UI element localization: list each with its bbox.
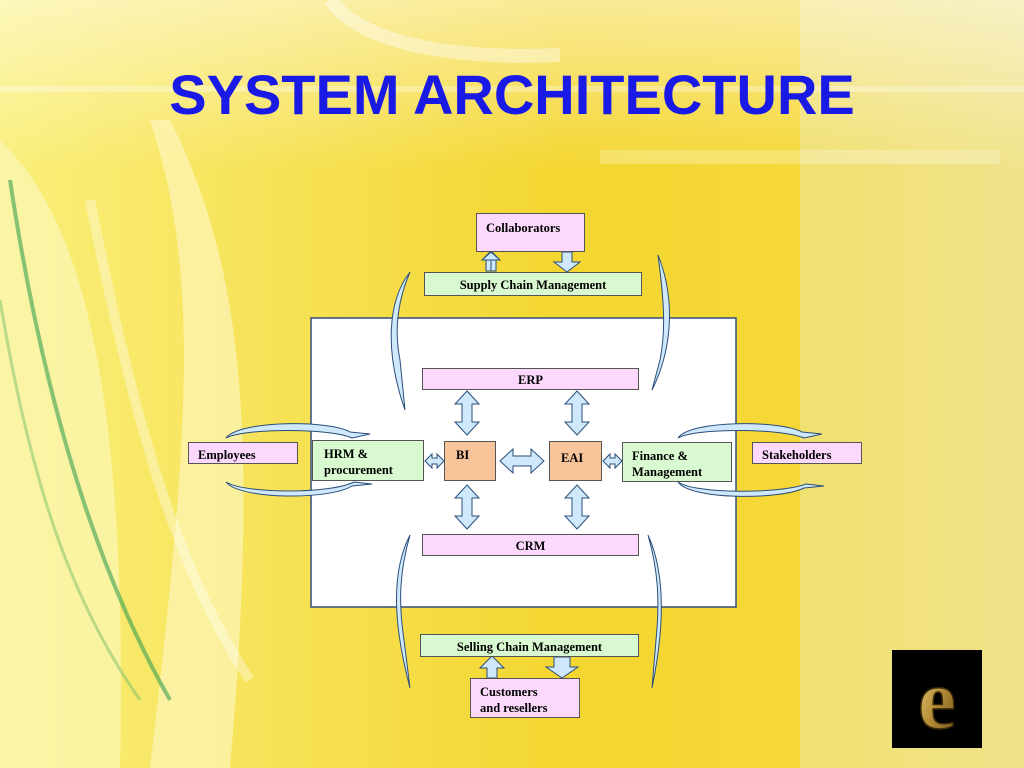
arrow-down-to-customers bbox=[544, 656, 580, 679]
curved-arrow-stakeholders-bottom bbox=[677, 481, 825, 497]
customers-label-line1: Customers bbox=[480, 685, 538, 699]
customers-label-line2: and resellers bbox=[480, 701, 548, 715]
e-logo-icon: e bbox=[917, 650, 957, 748]
arrow-up-to-collaborators bbox=[480, 250, 502, 272]
supply-chain-management-box: Supply Chain Management bbox=[424, 272, 642, 296]
curved-arrow-right-top bbox=[651, 254, 670, 391]
eai-box: EAI bbox=[549, 441, 602, 481]
stakeholders-box: Stakeholders bbox=[752, 442, 862, 464]
curved-arrow-left-bottom bbox=[396, 534, 411, 689]
bi-label: BI bbox=[456, 448, 470, 462]
supply-chain-management-label: Supply Chain Management bbox=[459, 278, 607, 292]
svg-text:e: e bbox=[918, 651, 956, 747]
curved-arrow-employees-top bbox=[225, 423, 371, 439]
curved-arrow-employees-bottom bbox=[225, 481, 373, 497]
hrm-label-line1: HRM & bbox=[324, 447, 369, 461]
curved-arrow-stakeholders-top bbox=[677, 423, 823, 439]
erp-box: ERP bbox=[422, 368, 639, 390]
arrow-up-to-selling-chain bbox=[478, 655, 506, 679]
arrow-down-to-supply-chain bbox=[552, 251, 582, 273]
crm-label: CRM bbox=[515, 539, 546, 553]
curved-arrow-left-top bbox=[390, 271, 411, 411]
employees-box: Employees bbox=[188, 442, 298, 464]
employees-label: Employees bbox=[198, 448, 256, 462]
erp-label: ERP bbox=[518, 373, 543, 387]
crm-box: CRM bbox=[422, 534, 639, 556]
finance-label-line1: Finance & bbox=[632, 449, 688, 463]
hrm-label-line2: procurement bbox=[324, 463, 393, 477]
collaborators-box: Collaborators bbox=[476, 213, 585, 252]
eai-label: EAI bbox=[561, 451, 584, 465]
selling-chain-management-label: Selling Chain Management bbox=[456, 640, 603, 654]
stakeholders-label: Stakeholders bbox=[762, 448, 832, 462]
collaborators-label: Collaborators bbox=[486, 221, 561, 235]
curved-arrow-right-bottom bbox=[647, 534, 662, 689]
finance-management-box: Finance & Management bbox=[622, 442, 732, 482]
e-logo: e bbox=[892, 650, 982, 748]
slide-title: SYSTEM ARCHITECTURE bbox=[0, 62, 1024, 127]
bi-box: BI bbox=[444, 441, 496, 481]
slide-title-text: SYSTEM ARCHITECTURE bbox=[169, 63, 855, 126]
customers-resellers-box: Customers and resellers bbox=[470, 678, 580, 718]
selling-chain-management-box: Selling Chain Management bbox=[420, 634, 639, 657]
hrm-procurement-box: HRM & procurement bbox=[312, 440, 424, 481]
finance-label-line2: Management bbox=[632, 465, 703, 479]
